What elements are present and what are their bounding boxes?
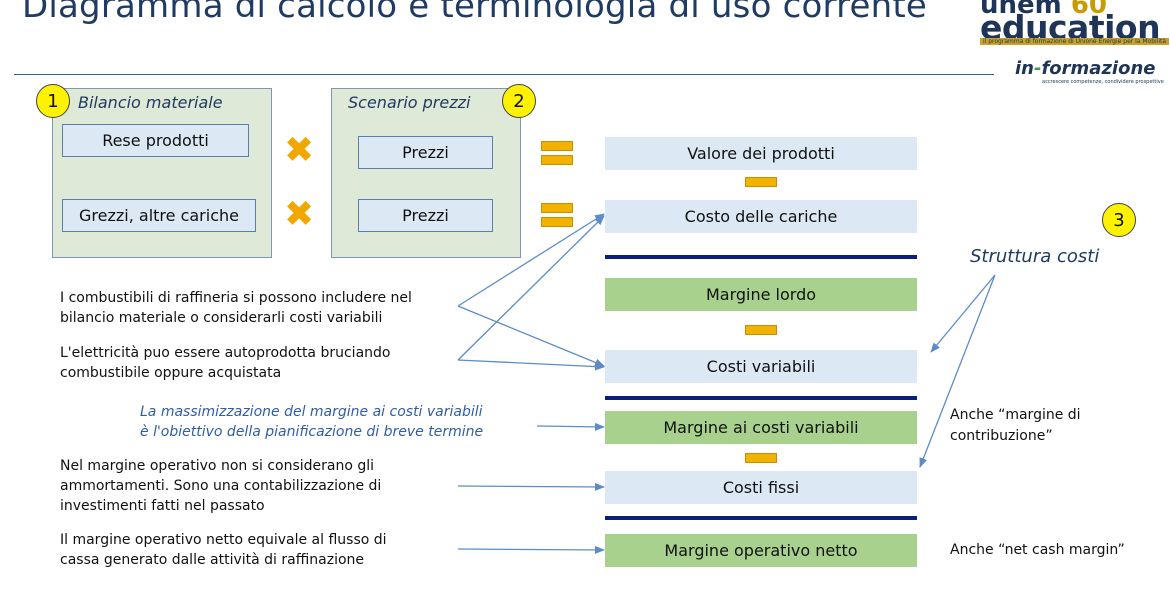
unem-logo-suffix: 60: [1070, 0, 1107, 20]
note-line: è l'obiettivo della pianificazione di br…: [140, 424, 484, 440]
note-line: investimenti fatti nel passato: [60, 498, 265, 514]
note-line: ammortamenti. Sono una contabilizzazione…: [60, 478, 382, 494]
step-badge-2: 2: [502, 84, 536, 118]
box-margine-lordo: Margine lordo: [605, 278, 917, 311]
equals-icon: [541, 141, 573, 167]
note-line: cassa generato dalle attività di raffina…: [60, 552, 365, 568]
step-badge-3: 3: [1102, 203, 1136, 237]
minus-icon: [745, 453, 777, 463]
result-line: [605, 516, 917, 520]
note-line: L'elettricità puo essere autoprodotta br…: [60, 345, 391, 361]
unem-logo-text: unem: [980, 0, 1062, 20]
note-line: bilancio materiale o considerarli costi …: [60, 310, 383, 326]
informazione-logo-word: formazione: [1041, 58, 1156, 79]
arrow-massimizzazione-to-margine: [536, 422, 605, 431]
arrow-elettricita-to-costi-variabili: [457, 359, 605, 371]
result-line: [605, 255, 917, 259]
note-line: contribuzione”: [950, 428, 1053, 444]
box-rese-prodotti: Rese prodotti: [62, 124, 249, 157]
minus-icon: [745, 325, 777, 335]
minus-icon: [745, 177, 777, 187]
note-line: Anche “margine di: [950, 407, 1081, 423]
education-logo-subtitle: il programma di formazione di Unione Ene…: [980, 38, 1170, 45]
box-costi-fissi: Costi fissi: [605, 471, 917, 504]
box-grezzi-altre-cariche: Grezzi, altre cariche: [62, 199, 256, 232]
note-combustibili: I combustibili di raffineria si possono …: [60, 288, 460, 328]
arrow-struttura-to-costi-variabili: [930, 274, 996, 353]
box-costi-variabili: Costi variabili: [605, 350, 917, 383]
note-massimizzazione: La massimizzazione del margine ai costi …: [140, 402, 540, 442]
note-line: Il margine operativo netto equivale al f…: [60, 532, 387, 548]
note-margine-operativo: Nel margine operativo non si considerano…: [60, 456, 460, 516]
result-line: [605, 396, 917, 400]
arrow-operativo-to-costi-fissi: [457, 482, 605, 491]
informazione-logo-subtitle: accrescere competenze, condividere prosp…: [1042, 79, 1164, 85]
equals-bar: [541, 155, 573, 165]
box-prezzi-cariche: Prezzi: [358, 199, 493, 232]
box-costo-cariche: Costo delle cariche: [605, 200, 917, 233]
note-anche-contribuzione: Anche “margine di contribuzione”: [950, 405, 1150, 447]
panel-scenario-prezzi-label: Scenario prezzi: [348, 93, 471, 112]
equals-icon: [541, 203, 573, 229]
box-margine-costi-variabili: Margine ai costi variabili: [605, 411, 917, 444]
box-margine-operativo-netto: Margine operativo netto: [605, 534, 917, 567]
box-valore-prodotti: Valore dei prodotti: [605, 137, 917, 170]
note-line: Nel margine operativo non si considerano…: [60, 458, 375, 474]
header-divider: [14, 74, 994, 75]
arrow-netto-to-margine-netto: [457, 545, 605, 554]
arrow-elettricita-to-cariche: [457, 215, 605, 361]
note-line: I combustibili di raffineria si possono …: [60, 290, 412, 306]
box-prezzi-prodotti: Prezzi: [358, 136, 493, 169]
informazione-logo-prefix: in: [1015, 58, 1034, 79]
struttura-costi-label: Struttura costi: [970, 246, 1100, 267]
arrow-struttura-to-costi-fissi: [919, 274, 996, 468]
arrow-combustibili-to-cariche: [457, 213, 605, 307]
note-anche-cash: Anche “net cash margin”: [950, 542, 1125, 558]
panel-bilancio-materiale-label: Bilancio materiale: [78, 93, 223, 112]
unem-logo: unem 60: [980, 0, 1107, 20]
note-line: La massimizzazione del margine ai costi …: [140, 404, 483, 420]
equals-bar: [541, 141, 573, 151]
equals-bar: [541, 203, 573, 213]
equals-bar: [541, 217, 573, 227]
note-elettricita: L'elettricità puo essere autoprodotta br…: [60, 343, 460, 383]
page-title: Diagramma di calcolo e terminologia di u…: [22, 0, 928, 26]
note-line: combustibile oppure acquistata: [60, 365, 282, 381]
step-badge-1: 1: [36, 84, 70, 118]
arrow-combustibili-to-costi-variabili: [457, 305, 605, 367]
informazione-logo-dash: -: [1033, 58, 1042, 79]
multiply-icon: ✖: [284, 130, 315, 171]
multiply-icon: ✖: [284, 194, 315, 235]
note-margine-netto: Il margine operativo netto equivale al f…: [60, 530, 460, 570]
informazione-logo: in-formazione: [1015, 58, 1155, 79]
